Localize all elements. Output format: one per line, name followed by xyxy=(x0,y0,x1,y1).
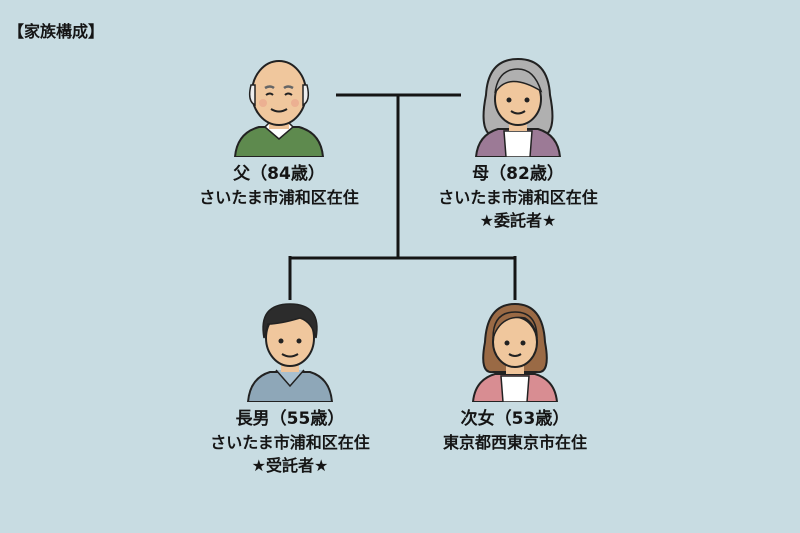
member-address: さいたま市浦和区在住 xyxy=(438,188,598,207)
diagram-title: 【家族構成】 xyxy=(8,22,105,41)
member-father: 父（84歳） さいたま市浦和区在住 xyxy=(159,55,399,209)
member-role: ★委託者★ xyxy=(479,211,557,230)
member-mother: 母（82歳） さいたま市浦和区在住 ★委託者★ xyxy=(398,55,638,232)
member-second-daughter: 次女（53歳） 東京都西東京市在住 xyxy=(395,298,635,454)
elderly-man-avatar-icon xyxy=(233,60,325,157)
member-name: 母（82歳） xyxy=(472,164,564,184)
member-address: さいたま市浦和区在住 xyxy=(210,433,370,452)
member-name: 次女（53歳） xyxy=(460,409,570,429)
member-name: 長男（55歳） xyxy=(235,409,345,429)
member-name: 父（84歳） xyxy=(233,164,325,184)
member-address: さいたま市浦和区在住 xyxy=(199,188,359,207)
member-address: 東京都西東京市在住 xyxy=(442,433,587,452)
elderly-woman-avatar-icon xyxy=(474,57,562,157)
member-eldest-son: 長男（55歳） さいたま市浦和区在住 ★受託者★ xyxy=(170,298,410,477)
man-avatar-icon xyxy=(246,303,334,402)
woman-avatar-icon xyxy=(471,302,559,402)
member-role: ★受託者★ xyxy=(251,456,329,475)
